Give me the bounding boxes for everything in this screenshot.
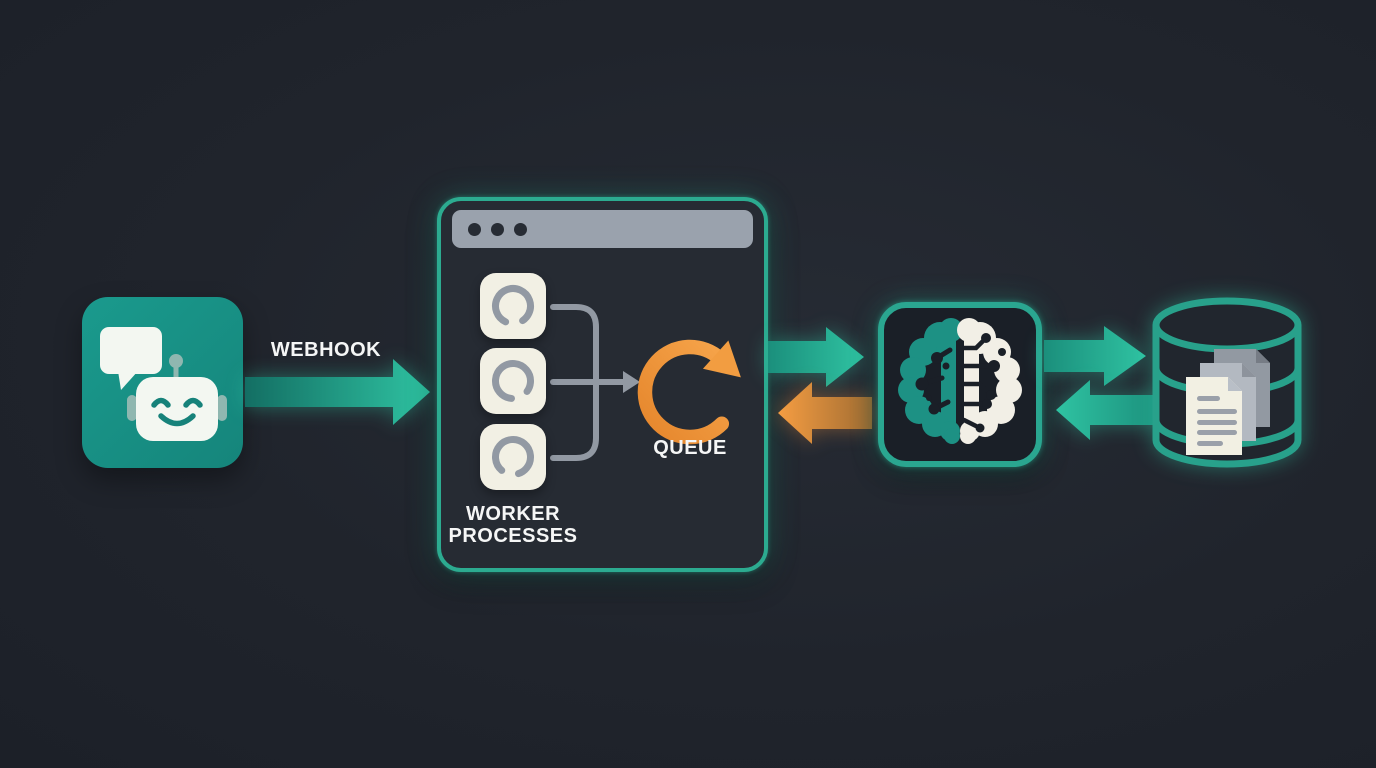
window-dot-icon (514, 222, 527, 236)
chat-bubble-icon (100, 327, 162, 390)
webhook-label: WEBHOOK (270, 339, 382, 361)
worker-panel: QUEUE WORKER PROCESSES (437, 197, 768, 572)
worker-node (480, 273, 546, 339)
document-text-lines (1197, 396, 1237, 446)
robot-face-icon (127, 354, 227, 441)
database-node (1145, 292, 1310, 482)
worker-node (480, 424, 546, 490)
queue-label: QUEUE (653, 437, 727, 459)
chatbot-robot-icon (100, 327, 227, 441)
chatbot-node (82, 297, 243, 468)
documents-stack-icon (1186, 349, 1270, 455)
webhook-arrow-icon (245, 359, 430, 425)
ai-brain-node (878, 302, 1042, 467)
brain-circuit-icon (898, 318, 1022, 444)
database-documents-icon (1152, 297, 1302, 468)
brain-to-database-arrow-icon (1044, 326, 1146, 386)
worker-processes-label: WORKER PROCESSES (448, 503, 578, 547)
brain-right-circuit (961, 338, 991, 429)
queue-circular-arrow-icon (637, 339, 741, 445)
brain-left-half (898, 318, 963, 444)
panel-to-brain-arrow-icon (768, 327, 864, 387)
window-dot-icon (491, 222, 504, 236)
brain-left-circuit (915, 347, 953, 415)
database-to-brain-arrow-icon (1056, 380, 1160, 440)
worker-node (480, 348, 546, 414)
window-dot-icon (468, 222, 481, 236)
brain-to-panel-arrow-icon (778, 382, 872, 444)
spinner-icon (492, 285, 534, 327)
spinner-icon (492, 360, 534, 402)
window-titlebar (452, 210, 753, 248)
spinner-icon (492, 436, 534, 478)
